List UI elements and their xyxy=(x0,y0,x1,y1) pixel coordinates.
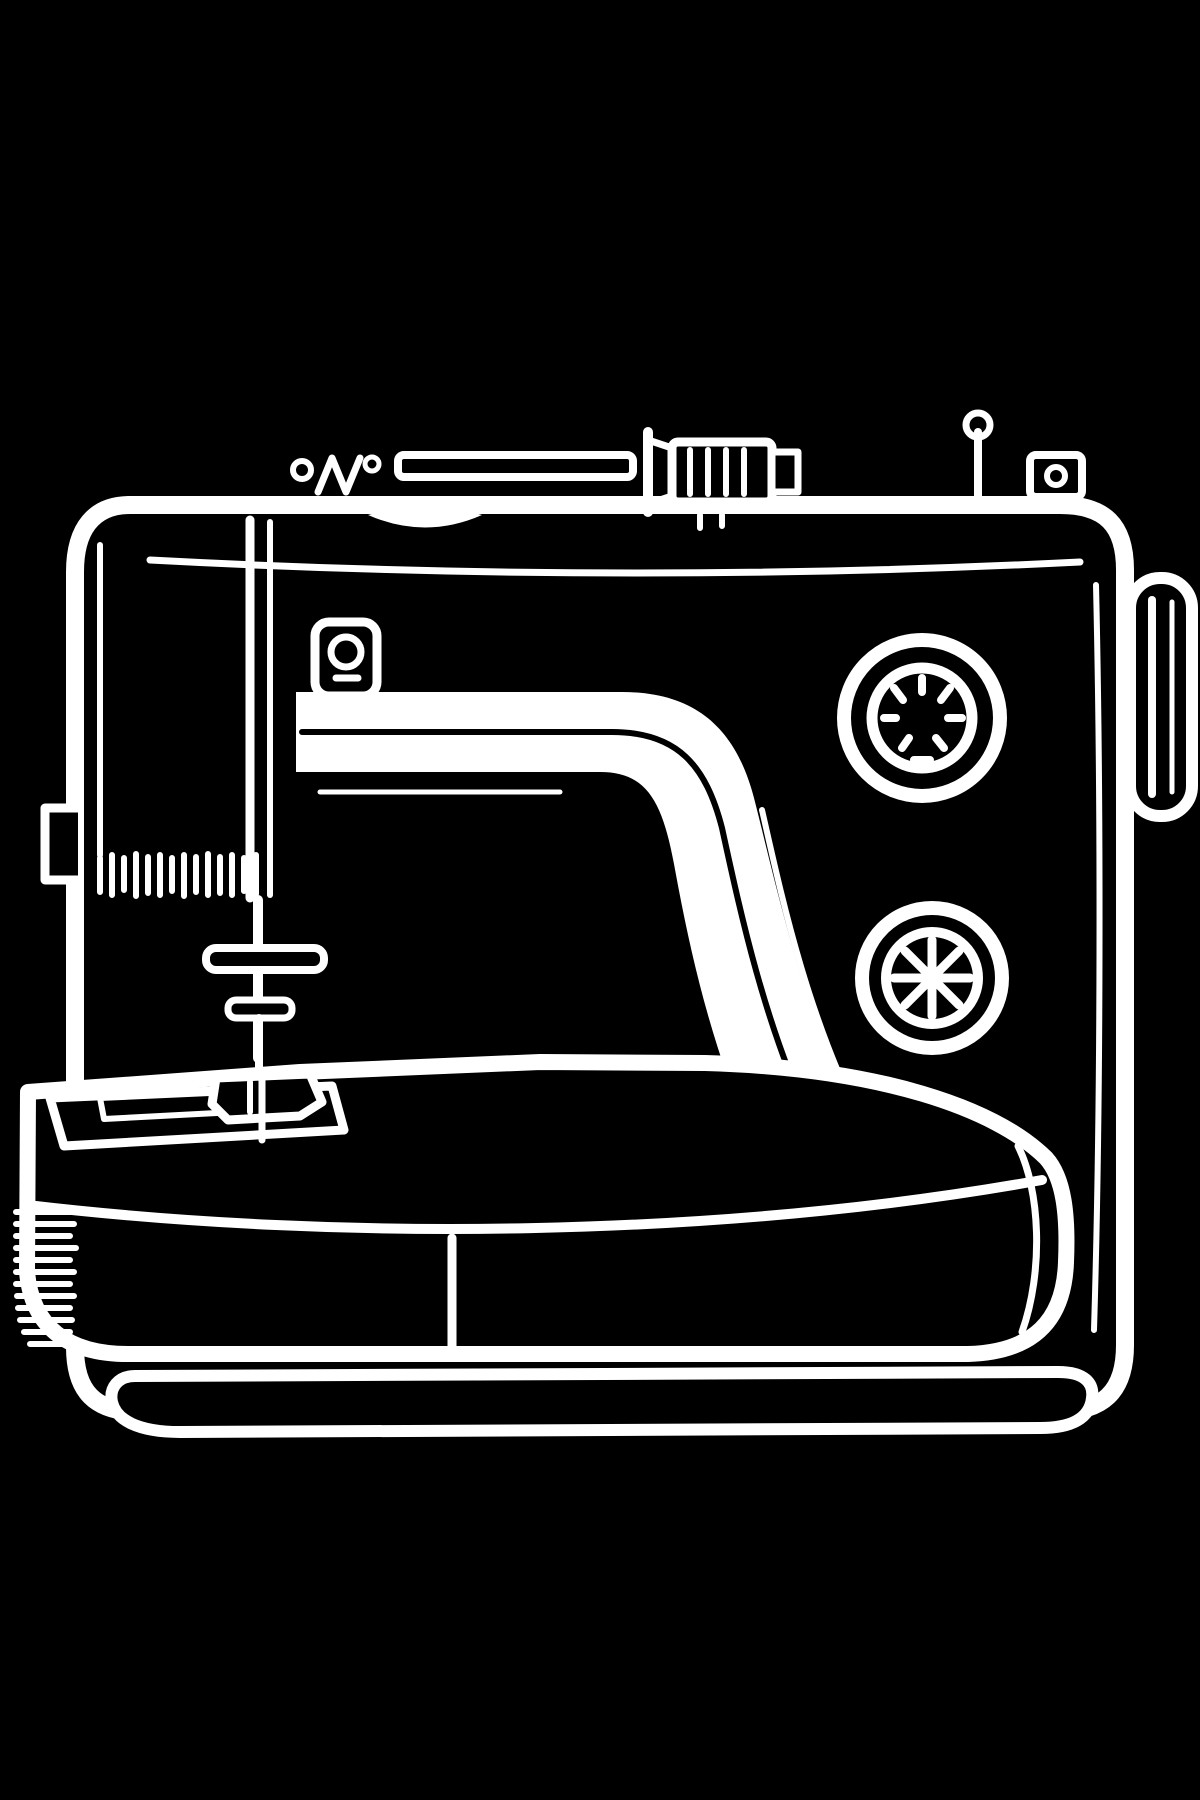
bed-hatching xyxy=(13,1209,79,1347)
body-top-contour xyxy=(146,556,1084,577)
tension-dial xyxy=(837,633,1007,803)
thread-guide-squiggle xyxy=(314,454,364,496)
handwheel-outline xyxy=(1124,572,1198,822)
vent-notch xyxy=(368,506,482,528)
stitch-dial xyxy=(855,901,1009,1055)
arm-arch-inner-line xyxy=(299,729,813,1125)
machine-bed xyxy=(13,1054,1075,1362)
needle-assembly xyxy=(202,895,328,1144)
top-bracket-hole xyxy=(1044,464,1068,488)
top-attachments xyxy=(290,409,1086,531)
bed-divider-line xyxy=(22,1175,1047,1234)
body-right-contour xyxy=(1091,582,1103,1333)
top-bracket xyxy=(1026,451,1086,501)
tension-icon-dot xyxy=(327,633,365,671)
bobbin-winder-stop xyxy=(768,448,802,496)
stitch-dial-spokes xyxy=(889,935,975,1021)
bed-right-contour xyxy=(1014,1142,1041,1336)
thread-guide-eyelet xyxy=(290,458,314,482)
handwheel xyxy=(1124,572,1198,822)
needle-clamp xyxy=(202,944,328,974)
spool-pin-loop xyxy=(962,409,994,441)
top-tick-marks xyxy=(697,512,725,531)
tension-dial-marks xyxy=(880,674,966,764)
presser-foot xyxy=(207,1069,327,1125)
side-bump xyxy=(40,803,83,885)
base-shadow-line xyxy=(105,1366,1099,1438)
thread-guide-bar xyxy=(394,451,637,481)
bobbin-winder-thread-stripes xyxy=(687,447,747,497)
head-hatching xyxy=(97,851,259,899)
tension-icon xyxy=(310,617,382,701)
thread-guide-eyelet-2 xyxy=(362,454,382,474)
